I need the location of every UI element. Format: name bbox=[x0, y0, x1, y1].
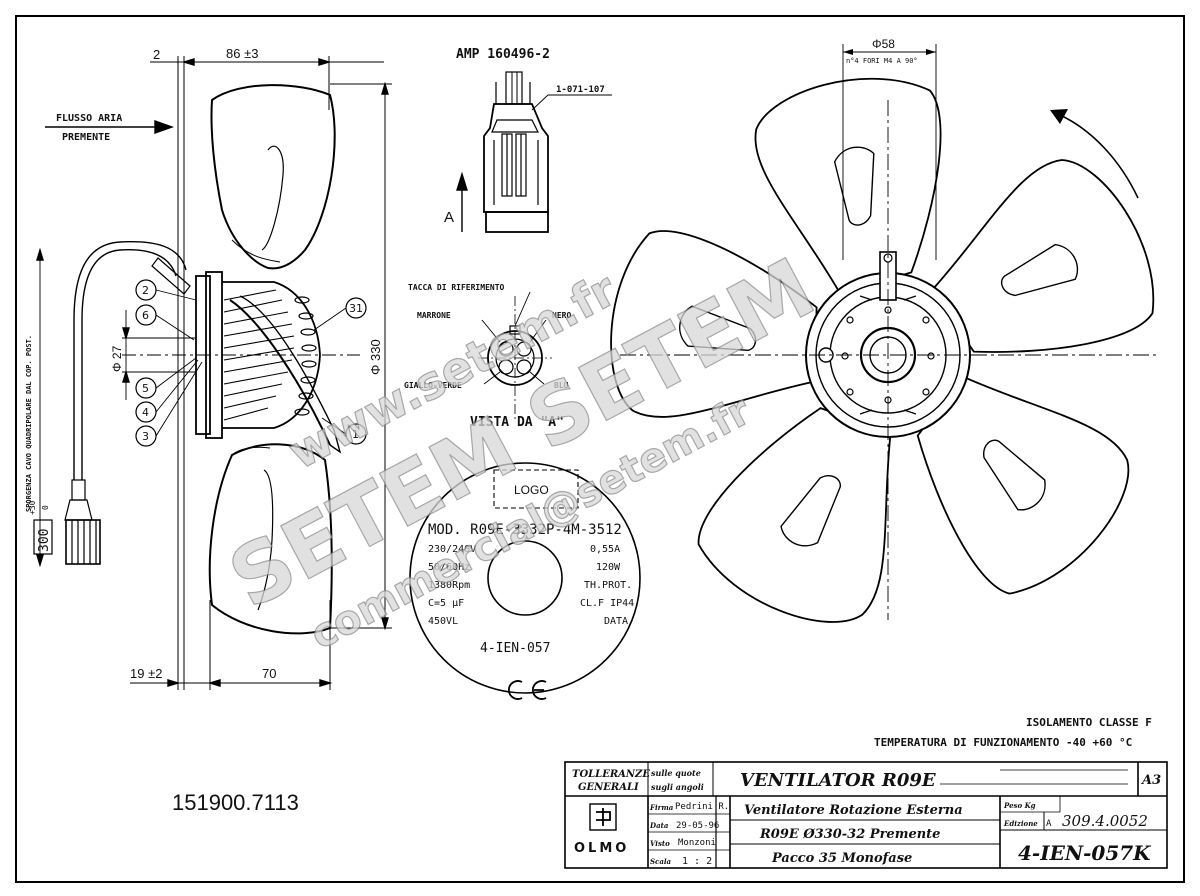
scala-label: Scala bbox=[650, 857, 672, 866]
plate-left-1: 230/240V bbox=[428, 544, 476, 555]
side-view-labels: 2 86 ±3 FLUSSO ARIA PREMENTE Φ 330 Φ 27 … bbox=[25, 46, 383, 681]
tolerance-small-1: sulle quote bbox=[651, 768, 701, 778]
airflow-label-2: PREMENTE bbox=[62, 132, 110, 143]
drawing-number: 4-IEN-057K bbox=[1018, 841, 1152, 865]
plate-code: 4-IEN-057 bbox=[480, 641, 550, 656]
data-label: Data bbox=[649, 821, 669, 830]
plate-model: MOD. R09E-3332P-4M-3512 bbox=[428, 522, 622, 538]
edition-value: A bbox=[1046, 819, 1052, 829]
plate-logo: LOGO bbox=[514, 483, 549, 497]
wire-brown-label: MARRONE bbox=[417, 311, 451, 320]
dim-2: 2 bbox=[153, 47, 160, 62]
dia-330: Φ 330 bbox=[368, 339, 383, 375]
cable-note: SPORGENZA CAVO QUADRIPOLARE DAL COP. POS… bbox=[25, 335, 33, 512]
callout-1: 1 bbox=[352, 428, 359, 441]
airflow-label-1: FLUSSO ARIA bbox=[56, 113, 122, 124]
firma-label: Firma bbox=[649, 803, 674, 812]
sheet-border bbox=[15, 15, 1185, 883]
title-block-text: TOLLERANZE GENERALI sulle quote sugli an… bbox=[572, 768, 1161, 867]
wire-blue-label: BLU bbox=[554, 381, 569, 390]
visto-value: Monzoni bbox=[678, 838, 716, 848]
plate-right-1: 0,55A bbox=[590, 544, 620, 555]
dia-27: Φ 27 bbox=[110, 345, 124, 372]
brand-name: OLMO bbox=[574, 841, 629, 856]
plate-left-2: 50/60Hz bbox=[428, 562, 470, 573]
callout-31: 31 bbox=[349, 302, 363, 315]
note-temperature: TEMPERATURA DI FUNZIONAMENTO -40 +60 °C bbox=[874, 736, 1132, 749]
part-number: 151900.7113 bbox=[172, 790, 299, 815]
arrow-a-label: A bbox=[444, 209, 454, 226]
callout-6: 6 bbox=[142, 309, 149, 322]
label-plate-text: LOGO MOD. R09E-3332P-4M-3512 230/240V 50… bbox=[428, 483, 634, 656]
callout-4: 4 bbox=[142, 406, 149, 419]
side-view bbox=[33, 56, 392, 690]
connector-drawing bbox=[456, 71, 612, 420]
firma-value: Pedrini R. bbox=[675, 802, 729, 812]
tolerance-small-2: sugli angoli bbox=[651, 782, 704, 792]
callout-5: 5 bbox=[142, 382, 149, 395]
visto-label: Visto bbox=[650, 839, 670, 848]
holes-note: n°4 FORI M4 A 90° bbox=[846, 57, 918, 65]
article-number: 309.4.0052 bbox=[1062, 812, 1148, 830]
tolerance-label-2: GENERALI bbox=[578, 782, 639, 793]
scala-value: 1 : 2 bbox=[682, 856, 712, 867]
wire-black-label: NERO bbox=[552, 311, 571, 320]
connector-labels: AMP 160496-2 1-071-107 A TACCA DI RIFERI… bbox=[404, 47, 605, 430]
label-plate bbox=[409, 462, 641, 700]
description-3: Pacco 35 Monofase bbox=[771, 851, 912, 866]
connector-title: AMP 160496-2 bbox=[456, 47, 550, 62]
callout-3: 3 bbox=[142, 430, 149, 443]
ref-notch-label: TACCA DI RIFERIMENTO bbox=[408, 283, 505, 292]
dim-70: 70 bbox=[262, 666, 276, 681]
sheet-format: A3 bbox=[1140, 773, 1161, 788]
description-2: R09E Ø330-32 Premente bbox=[759, 827, 940, 842]
drawing-title: VENTILATOR R09E bbox=[740, 770, 936, 791]
view-a-label: VISTA DA "A" bbox=[470, 415, 564, 430]
weight-label: Peso Kg bbox=[1003, 801, 1036, 810]
plate-left-5: 450VL bbox=[428, 616, 458, 627]
cable-length: 300 bbox=[37, 529, 52, 552]
cable-tol-plus: +30 bbox=[28, 500, 37, 515]
connector-part: 1-071-107 bbox=[556, 85, 605, 95]
notes: ISOLAMENTO CLASSE F TEMPERATURA DI FUNZI… bbox=[874, 716, 1152, 749]
plate-right-5: DATA bbox=[604, 616, 628, 627]
title-block bbox=[564, 761, 1168, 869]
plate-right-3: TH.PROT. bbox=[584, 580, 632, 591]
dim-19: 19 ±2 bbox=[130, 666, 162, 681]
description-1: Ventilatore Rotazione Esterna bbox=[744, 803, 963, 818]
wire-yellow-green-label: GIALLO-VERDE bbox=[404, 381, 462, 390]
cable-tol-minus: 0 bbox=[41, 505, 50, 510]
plate-left-4: C=5 μF bbox=[428, 598, 464, 609]
tolerance-label-1: TOLLERANZE bbox=[572, 769, 650, 780]
plate-right-4: CL.F IP44 bbox=[580, 598, 634, 609]
dia-58: Φ58 bbox=[872, 37, 895, 51]
front-view bbox=[610, 44, 1160, 623]
callout-2: 2 bbox=[142, 284, 149, 297]
dim-86: 86 ±3 bbox=[226, 46, 258, 61]
note-insulation: ISOLAMENTO CLASSE F bbox=[1026, 716, 1152, 729]
watermark: www.setem.fr SETEM SETEM commercial@sete… bbox=[214, 240, 830, 659]
edition-label: Edizione bbox=[1003, 819, 1038, 828]
data-value: 29-05-96 bbox=[676, 821, 719, 831]
plate-left-3: 1380Rpm bbox=[428, 580, 470, 591]
plate-right-2: 120W bbox=[596, 562, 621, 573]
front-view-labels: Φ58 n°4 FORI M4 A 90° bbox=[846, 37, 918, 65]
